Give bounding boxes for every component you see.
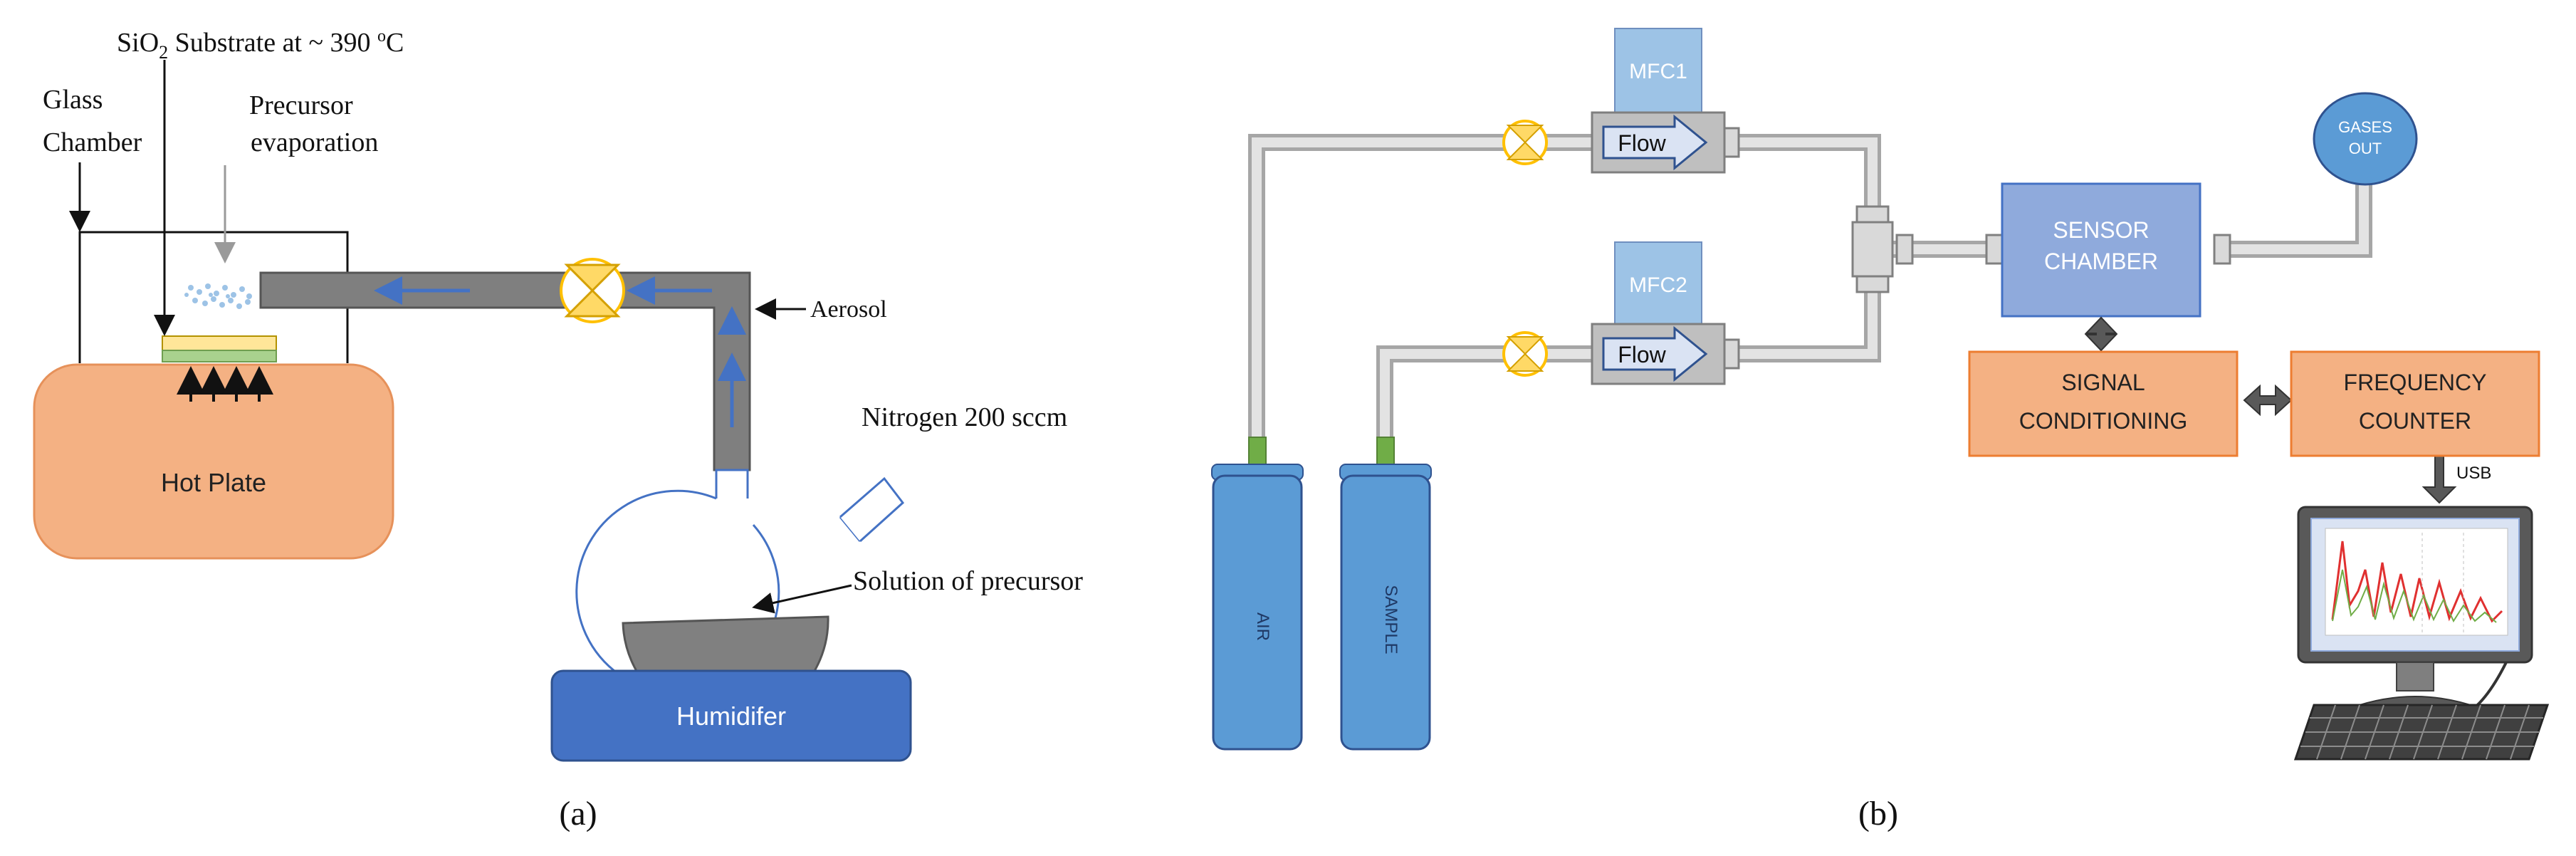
panel-b: MFC1 Flow MFC2 Flow SENSOR CHAMBER GASES…	[1211, 28, 2550, 832]
hot-plate: Hot Plate	[33, 363, 394, 560]
solution-label: Solution of precursor	[853, 566, 1083, 596]
flow-1-label: Flow	[1618, 130, 1666, 156]
nitrogen-label: Nitrogen 200 sccm	[862, 402, 1067, 432]
caption-b: (b)	[1858, 795, 1898, 832]
flow-2-arrow-icon	[1602, 325, 1708, 382]
keyboard-icon	[2293, 704, 2550, 761]
double-arrow-signal-counter-icon	[2243, 384, 2293, 417]
humidifier: Humidifer	[550, 669, 912, 762]
signal-conditioning: SIGNAL CONDITIONING	[1968, 350, 2239, 457]
frequency-counter: FREQUENCY COUNTER	[2290, 350, 2540, 457]
signal-conditioning-line2: CONDITIONING	[2019, 408, 2187, 434]
glass-chamber-label-line1: Glass	[43, 85, 103, 115]
double-arrow-chamber-signal-icon	[2084, 316, 2118, 352]
sensor-chamber: SENSOR CHAMBER	[2001, 182, 2201, 318]
frequency-counter-line1: FREQUENCY	[2344, 370, 2487, 395]
signal-conditioning-line1: SIGNAL	[2061, 370, 2145, 395]
sample-cylinder: SAMPLE	[1339, 437, 1432, 751]
mfc1-label: MFC1	[1629, 60, 1687, 83]
frequency-counter-line2: COUNTER	[2359, 408, 2471, 434]
aerosol-pipe	[259, 271, 751, 471]
substrate-label: SiO2 Substrate at ~ 390 oC	[117, 27, 404, 63]
flow-2-label: Flow	[1618, 342, 1666, 367]
substrate	[162, 335, 277, 362]
precursor-evaporation-line2: evaporation	[251, 127, 378, 157]
valve-1-icon	[1502, 120, 1548, 165]
valve-icon	[560, 258, 625, 323]
glass-chamber-label-line2: Chamber	[43, 127, 142, 157]
panel-a: Hot Plate	[33, 27, 1083, 832]
caption-a: (a)	[559, 795, 597, 832]
usb-label: USB	[2456, 464, 2491, 483]
computer-icon	[2293, 506, 2550, 761]
mfc2: MFC2 Flow	[1591, 241, 1726, 385]
hot-plate-label: Hot Plate	[161, 468, 266, 497]
sensor-chamber-line1: SENSOR	[2053, 217, 2149, 243]
valve-2-icon	[1502, 331, 1548, 377]
gases-out-line1: GASES	[2338, 118, 2392, 136]
mfc2-label: MFC2	[1629, 273, 1687, 297]
mfc1: MFC1 Flow	[1591, 28, 1726, 174]
heat-arrows	[177, 366, 273, 402]
tube-fittings	[1722, 127, 2231, 370]
precursor-evaporation-line1: Precursor	[249, 90, 353, 120]
sensor-chamber-line2: CHAMBER	[2044, 249, 2158, 274]
gases-out: GASES OUT	[2313, 92, 2418, 186]
air-cylinder-label: AIR	[1253, 612, 1272, 641]
aerosol-label: Aerosol	[810, 296, 887, 323]
aerosol-mist	[184, 283, 252, 309]
solution-pointer	[752, 584, 852, 614]
humidifier-label: Humidifer	[676, 701, 786, 731]
flow-1-arrow-icon	[1602, 114, 1708, 171]
gases-out-line2: OUT	[2349, 140, 2382, 157]
air-cylinder: AIR	[1211, 437, 1304, 751]
sample-cylinder-label: SAMPLE	[1381, 585, 1400, 654]
